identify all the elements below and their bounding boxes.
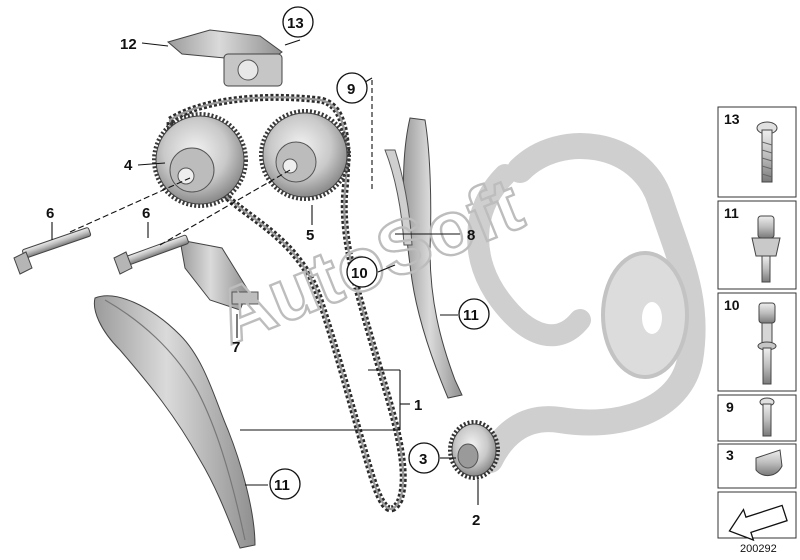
svg-text:7: 7	[232, 339, 240, 356]
svg-text:9: 9	[347, 81, 355, 98]
camshaft-adjuster-intake	[152, 112, 248, 208]
callout-2: 2	[472, 512, 480, 529]
svg-text:6: 6	[46, 205, 54, 222]
legend-item-9: 9	[717, 394, 797, 442]
callout-8: 8	[467, 227, 475, 244]
legend-item-10: 10	[717, 292, 797, 392]
callout-5: 5	[306, 227, 314, 244]
legend-item-11: 11	[717, 200, 797, 290]
svg-text:12: 12	[120, 36, 137, 53]
legend-item-3: 3	[717, 443, 797, 489]
watermark-shape	[467, 133, 706, 473]
svg-text:13: 13	[287, 15, 304, 32]
socket-head-bolt-icon	[757, 302, 777, 385]
bolt-right	[113, 234, 189, 275]
parts-legend: 13 11 10	[717, 106, 797, 542]
crankshaft-sprocket	[448, 420, 500, 480]
svg-text:4: 4	[124, 157, 133, 174]
svg-text:6: 6	[142, 205, 150, 222]
svg-text:11: 11	[463, 307, 479, 324]
callout-4: 4	[124, 157, 133, 174]
svg-text:9: 9	[726, 399, 734, 415]
callout-6-right: 6	[142, 205, 150, 222]
callout-11-right: 11	[458, 298, 490, 330]
svg-text:1: 1	[414, 397, 422, 414]
arrow-icon	[728, 504, 788, 542]
callout-3: 3	[408, 442, 440, 474]
guide-rail	[384, 117, 463, 399]
svg-text:5: 5	[306, 227, 314, 244]
leader-lines	[51, 39, 479, 505]
svg-text:8: 8	[467, 227, 475, 244]
figure-number: 200292	[740, 543, 777, 555]
timing-chain	[166, 93, 407, 513]
callout-9: 9	[336, 72, 368, 104]
callout-11-left: 11	[269, 468, 301, 500]
svg-text:10: 10	[724, 297, 740, 313]
camshaft-adjuster-exhaust	[259, 109, 351, 201]
legend-item-arrow	[717, 491, 797, 542]
callout-6-left: 6	[46, 205, 54, 222]
small-bolt-icon	[759, 397, 775, 437]
callout-1: 1	[414, 397, 422, 414]
svg-text:11: 11	[724, 205, 739, 221]
svg-text:2: 2	[472, 512, 480, 529]
svg-text:11: 11	[274, 477, 290, 494]
callout-7: 7	[232, 339, 240, 356]
svg-text:10: 10	[351, 265, 368, 282]
svg-text:3: 3	[419, 451, 427, 468]
callout-12: 12	[120, 36, 137, 53]
legend-item-13: 13	[717, 106, 797, 198]
torx-bolt-icon	[756, 121, 778, 183]
woodruff-key-icon	[755, 449, 783, 476]
chain-guide-bracket	[179, 239, 259, 311]
chain-tensioner-rail-top	[166, 29, 283, 87]
tensioning-rail	[93, 295, 256, 549]
stud-bolt-icon	[751, 215, 781, 283]
bolt-left	[13, 227, 92, 275]
svg-text:3: 3	[726, 447, 734, 463]
svg-text:13: 13	[724, 111, 740, 127]
callout-13: 13	[282, 6, 314, 38]
callout-10: 10	[346, 256, 378, 288]
